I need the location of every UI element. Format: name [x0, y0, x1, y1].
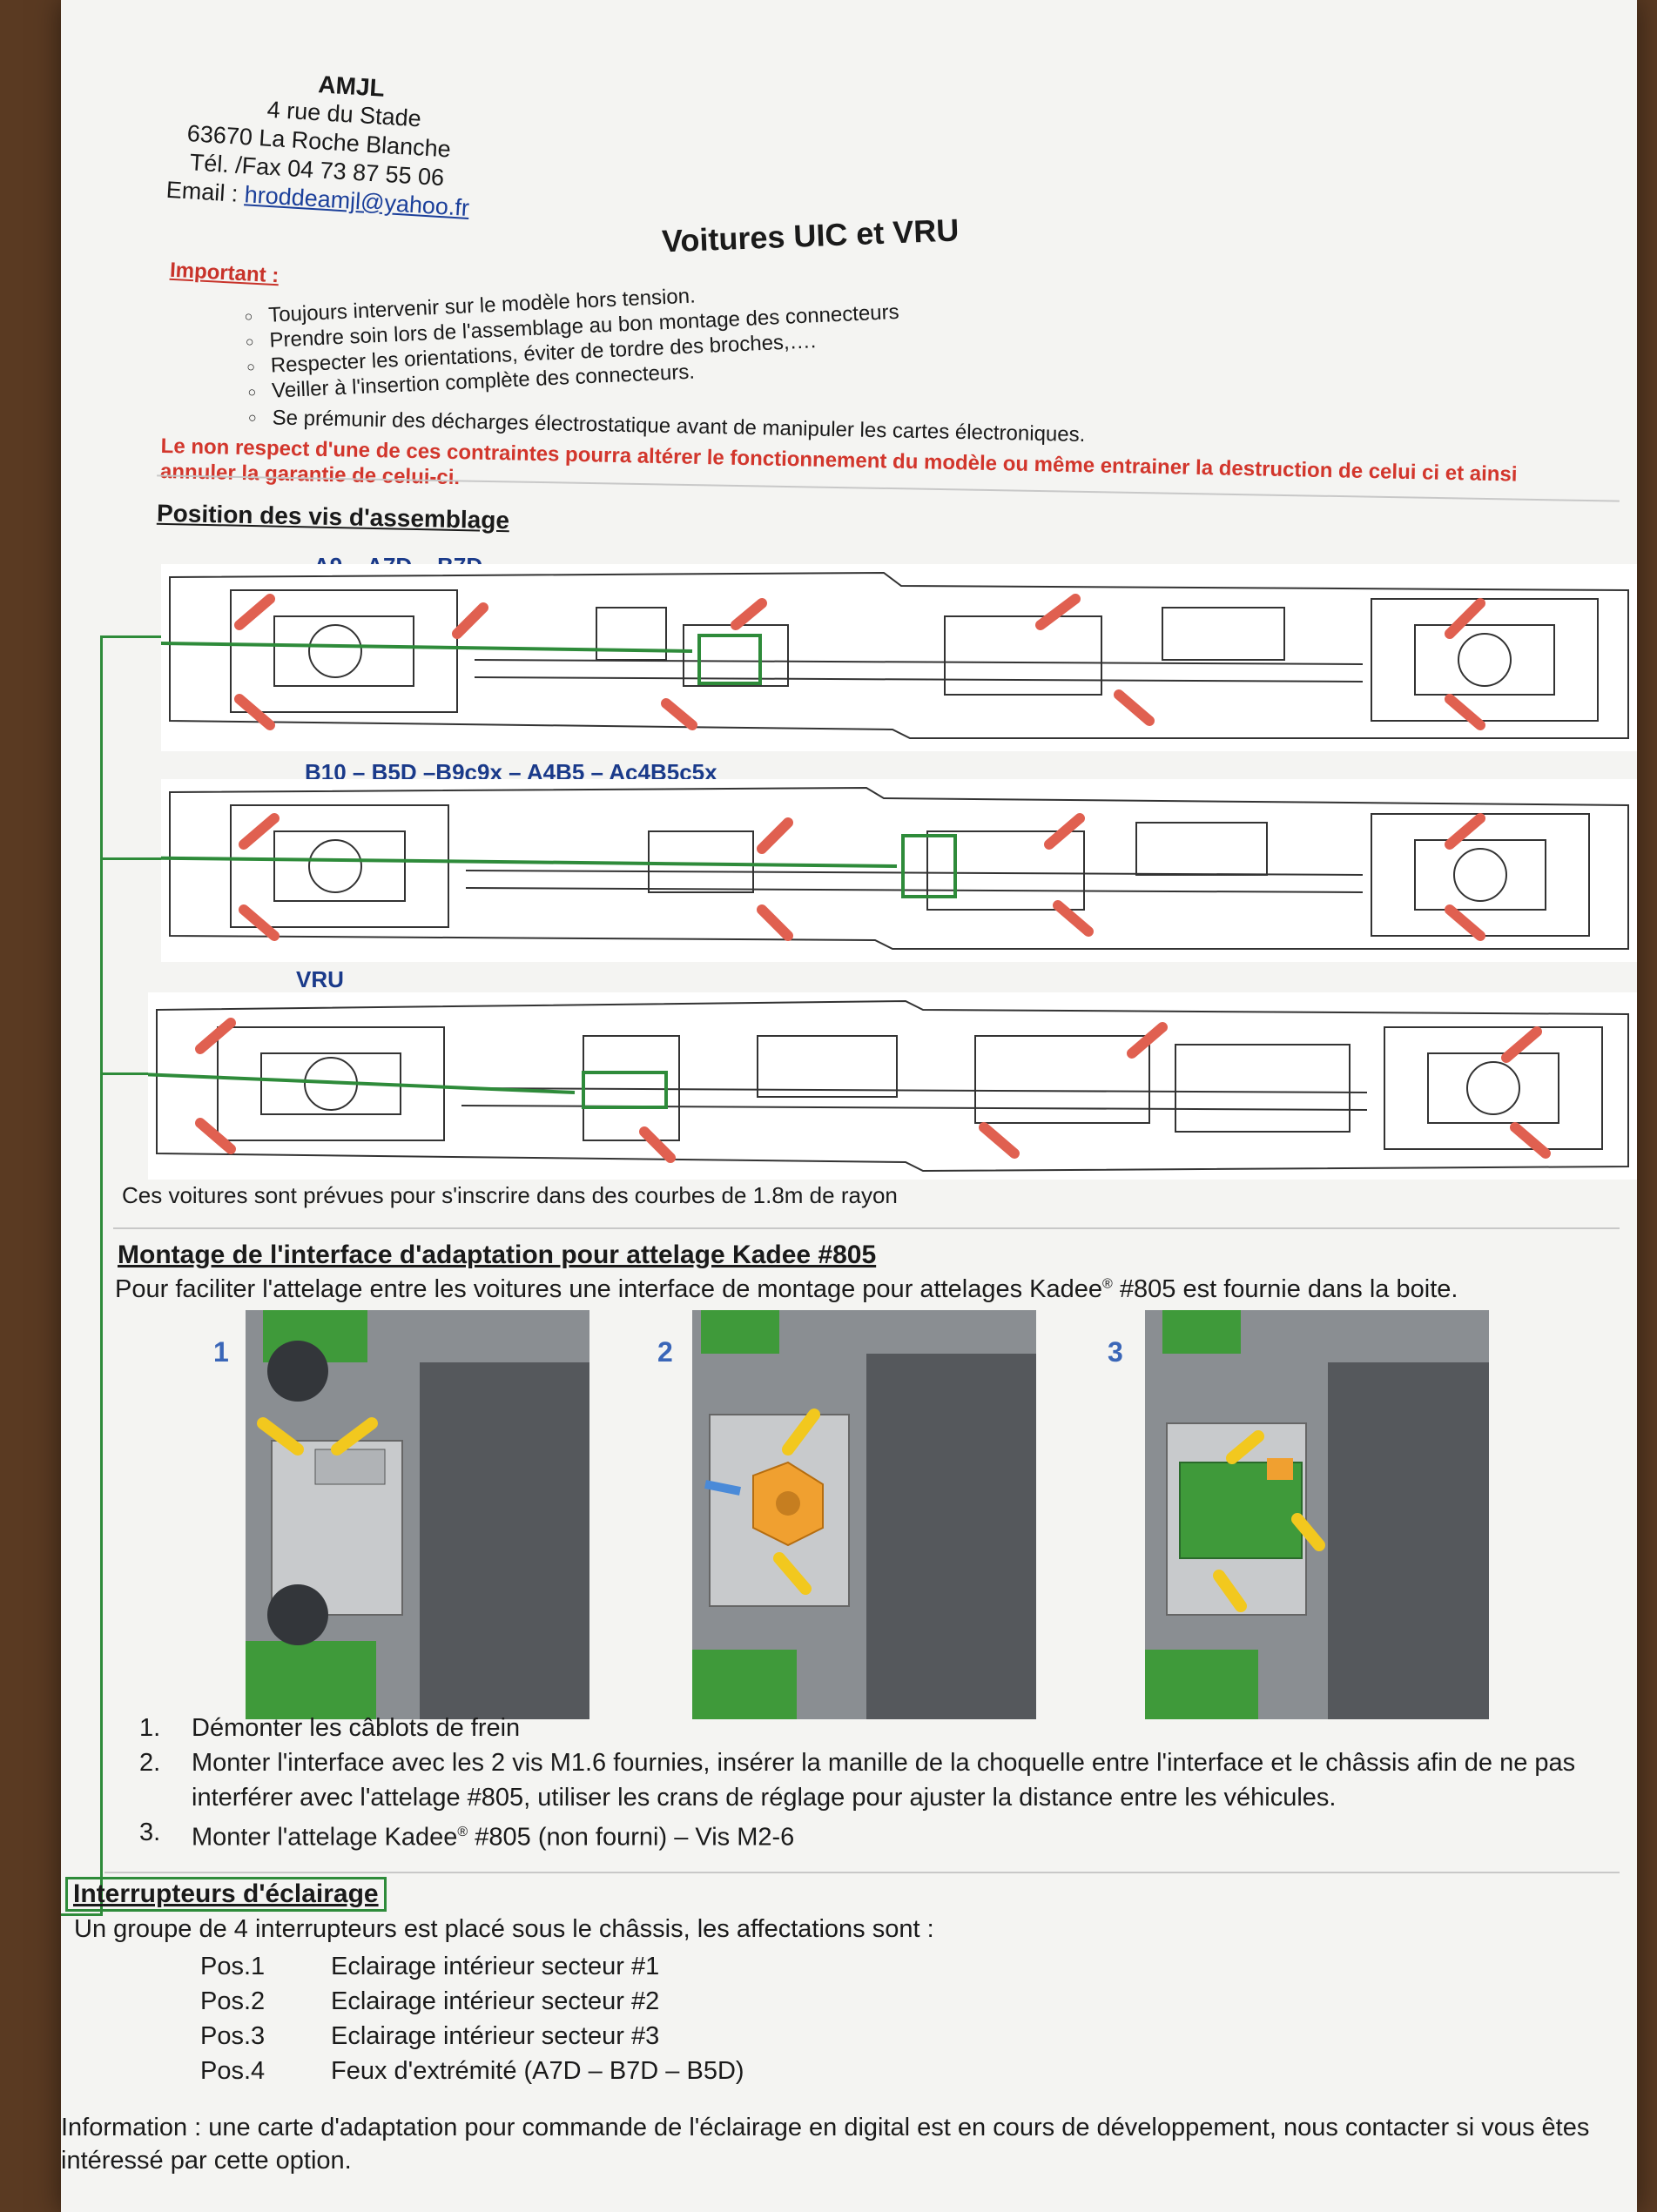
photo-number: 3	[1108, 1336, 1123, 1368]
chassis-drawing-b10	[161, 779, 1637, 962]
warning-text: Le non respect d'une de ces contraintes …	[159, 434, 1518, 490]
list-item: 2. Monter l'interface avec les 2 vis M1.…	[139, 1745, 1637, 1815]
photo-step-3	[1145, 1310, 1489, 1719]
photo-step-2	[692, 1310, 1036, 1719]
registered-mark: ®	[1102, 1276, 1113, 1292]
divider	[113, 1227, 1620, 1229]
connector-line	[100, 635, 196, 638]
step-number: 3.	[139, 1819, 161, 1846]
step-number: 2.	[139, 1749, 161, 1777]
sender-address: AMJL 4 rue du Stade 63670 La Roche Blanc…	[165, 61, 591, 230]
information-note: Information : une carte d'adaptation pou…	[61, 2114, 1590, 2175]
step-text: Démonter les câblots de frein	[192, 1714, 521, 1742]
lighting-heading: Interrupteurs d'éclairage	[73, 1879, 379, 1908]
lighting-heading-box: Interrupteurs d'éclairage	[65, 1877, 387, 1912]
chassis-drawing-a9	[161, 564, 1637, 751]
kadee-intro-text-end: #805 est fournie dans la boite.	[1112, 1275, 1458, 1303]
kadee-intro: Pour faciliter l'attelage entre les voit…	[115, 1275, 1458, 1304]
photo-step-1	[246, 1310, 589, 1719]
car-label-vru: VRU	[296, 966, 344, 992]
divider	[104, 1872, 1620, 1873]
step-number: 1.	[139, 1714, 161, 1742]
list-item: 1. Démonter les câblots de frein	[139, 1711, 1637, 1745]
screws-heading: Position des vis d'assemblage	[156, 499, 510, 535]
step-text: Monter l'interface avec les 2 vis M1.6 f…	[192, 1749, 1576, 1812]
sender-email-label: Email :	[165, 176, 239, 207]
switch-description: Feux d'extrémité (A7D – B7D – B5D)	[331, 2057, 744, 2085]
switch-description: Eclairage intérieur secteur #2	[331, 1987, 660, 2015]
photo-number: 2	[657, 1336, 673, 1368]
connector-line	[100, 635, 103, 1915]
kadee-heading: Montage de l'interface d'adaptation pour…	[118, 1240, 877, 1269]
switch-description: Eclairage intérieur secteur #3	[331, 2022, 660, 2050]
lighting-intro: Un groupe de 4 interrupteurs est placé s…	[74, 1915, 934, 1943]
switch-position-row: Pos.4 Feux d'extrémité (A7D – B7D – B5D)	[200, 2057, 744, 2086]
step-text: Monter l'attelage Kadee	[192, 1823, 458, 1852]
important-list: Toujours intervenir sur le modèle hors t…	[244, 258, 1293, 447]
important-label: Important :	[169, 258, 280, 288]
chassis-drawing-vru	[148, 992, 1637, 1180]
registered-mark: ®	[457, 1825, 468, 1839]
switch-position-row: Pos.2 Eclairage intérieur secteur #2	[200, 1987, 659, 2016]
document-page: AMJL 4 rue du Stade 63670 La Roche Blanc…	[61, 0, 1637, 2212]
switch-position-row: Pos.1 Eclairage intérieur secteur #1	[200, 1953, 659, 1981]
list-item: 3. Monter l'attelage Kadee® #805 (non fo…	[139, 1815, 1637, 1855]
switch-position-row: Pos.3 Eclairage intérieur secteur #3	[200, 2022, 659, 2051]
switch-position: Pos.2	[200, 1987, 266, 2015]
kadee-intro-text: Pour faciliter l'attelage entre les voit…	[115, 1275, 1103, 1303]
switch-position: Pos.4	[200, 2057, 266, 2085]
connector-line	[100, 857, 196, 860]
kadee-steps: 1. Démonter les câblots de frein 2. Mont…	[139, 1711, 1637, 1855]
curve-note: Ces voitures sont prévues pour s'inscrir…	[122, 1182, 898, 1208]
page-title: Voitures UIC et VRU	[661, 212, 960, 259]
photo-number: 1	[213, 1336, 229, 1368]
switch-position: Pos.1	[200, 1953, 266, 1980]
switch-position: Pos.3	[200, 2022, 266, 2050]
switch-description: Eclairage intérieur secteur #1	[331, 1953, 660, 1980]
connector-line	[61, 1913, 103, 1916]
step-text-end: #805 (non fourni) – Vis M2-6	[468, 1823, 795, 1852]
